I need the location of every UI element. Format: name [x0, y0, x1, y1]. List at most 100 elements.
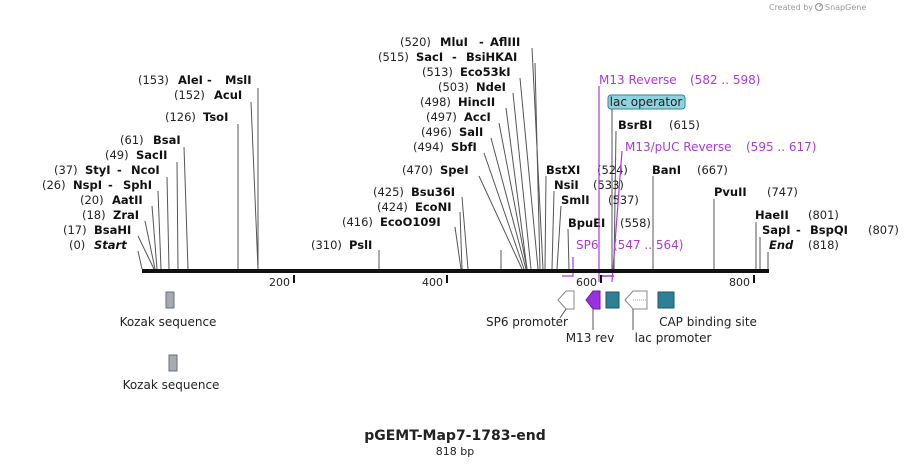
map-length: 818 bp	[436, 445, 474, 458]
site-eco53ki: (513) Eco53kI	[422, 65, 511, 79]
primer-m13-puc-reverse: M13/pUC Reverse (595 .. 617)	[611, 140, 816, 283]
connector-lines	[137, 47, 769, 270]
site-position: (520)	[400, 35, 431, 49]
site-name: BanI	[652, 163, 681, 177]
snapgene-logo-icon	[814, 2, 824, 12]
site-bstxi: BstXI (524)	[546, 163, 628, 177]
site-position: (747)	[767, 185, 798, 199]
site-position: (153)	[138, 73, 169, 87]
site-sacii: (49) SacII	[105, 148, 167, 162]
site-name-alt: BspQI	[810, 223, 848, 237]
kozak-sequence-2: Kozak sequence	[123, 354, 220, 392]
credit-label: Created by	[769, 3, 813, 12]
site-position: (152)	[174, 88, 205, 102]
lac-operator-label: lac operator	[610, 95, 683, 109]
site-ndei: (503) NdeI	[438, 80, 506, 94]
site-name: AccI	[464, 110, 491, 124]
primer-name: SP6	[576, 238, 599, 252]
site-name-alt: AflIII	[490, 35, 520, 49]
site-name: NdeI	[476, 80, 506, 94]
kozak-label: Kozak sequence	[123, 378, 220, 392]
site-position: (513)	[422, 65, 453, 79]
site-position: (497)	[426, 110, 457, 124]
lac-promoter-label: lac promoter	[635, 331, 712, 345]
site-name: EcoNI	[415, 200, 451, 214]
site-name: SbfI	[451, 140, 477, 154]
site-position: (20)	[80, 193, 104, 207]
site-name: HaeII	[755, 208, 789, 222]
site-name: SacI	[416, 50, 443, 64]
svg-text:-: -	[479, 35, 484, 49]
site-position: (424)	[377, 200, 408, 214]
site-position: (425)	[373, 185, 404, 199]
site-position: (496)	[421, 125, 452, 139]
site-name: SacII	[136, 148, 167, 162]
sp6-promoter-label: SP6 promoter	[486, 315, 568, 329]
site-name-alt: MslI	[225, 73, 252, 87]
primer-range: (595 .. 617)	[746, 140, 816, 154]
site-bsrbi: BsrBI (615)	[618, 118, 700, 132]
site-name: SapI	[762, 223, 791, 237]
tick-label: 800	[729, 276, 750, 289]
site-position: (498)	[420, 95, 451, 109]
site-sbfi: (494) SbfI	[413, 140, 477, 154]
site-name-alt: SphI	[123, 178, 152, 192]
credit-brand: SnapGene	[825, 3, 866, 12]
site-name: SmlI	[561, 193, 590, 207]
site-name: PslI	[349, 238, 372, 252]
site-position: (558)	[620, 216, 651, 230]
site-acci: (497) AccI	[426, 110, 491, 124]
site-name: TsoI	[203, 110, 228, 124]
svg-text:-: -	[452, 50, 457, 64]
cap-binding-site-label: CAP binding site	[659, 315, 757, 329]
site-position: (17)	[63, 223, 87, 237]
sequence-backbone	[142, 269, 769, 273]
lac-operator-box	[605, 291, 620, 309]
site-name: SpeI	[440, 163, 469, 177]
site-name: NspI	[73, 178, 102, 192]
site-position: (494)	[413, 140, 444, 154]
site-sapi: SapI - BspQI (807)	[762, 223, 899, 237]
lac-operator-feature: lac operator	[607, 94, 686, 110]
site-spei: (470) SpeI	[402, 163, 469, 177]
site-styi: (37) StyI - NcoI	[54, 163, 160, 177]
primer-sp6: SP6 (547 .. 564)	[562, 238, 683, 277]
site-bsahi: (17) BsaHI	[63, 223, 131, 237]
site-position: (503)	[438, 80, 469, 94]
site-name: ZraI	[113, 208, 139, 222]
site-position: (807)	[868, 223, 899, 237]
site-bsai: (61) BsaI	[120, 133, 181, 147]
site-position: (801)	[808, 208, 839, 222]
site-nsii: NsiI (533)	[554, 178, 624, 192]
site-position: (515)	[378, 50, 409, 64]
site-haeii: HaeII (801)	[755, 208, 839, 222]
site-position: (470)	[402, 163, 433, 177]
svg-text:-: -	[108, 178, 113, 192]
site-name: BsaHI	[94, 223, 131, 237]
tick-label: 200	[269, 276, 290, 289]
site-name: Bsu36I	[411, 185, 455, 199]
site-name: PvuII	[714, 185, 747, 199]
sp6-promoter-feature: SP6 promoter	[486, 290, 575, 329]
site-end: End (818)	[769, 238, 839, 252]
primer-name: M13/pUC Reverse	[625, 140, 732, 154]
primer-m13-reverse: M13 Reverse (582 .. 598)	[598, 73, 760, 282]
map-title: pGEMT-Map7-1783-end	[364, 428, 546, 444]
site-bpuei: BpuEI (558)	[568, 216, 651, 230]
kozak-label: Kozak sequence	[120, 315, 217, 329]
site-acui: (152) AcuI	[174, 88, 242, 102]
site-name: Start	[94, 238, 127, 252]
site-name-alt: BsiHKAI	[466, 50, 517, 64]
site-position: (524)	[597, 163, 628, 177]
site-mlui: (520) MluI - AflIII	[400, 35, 520, 49]
primer-range: (582 .. 598)	[690, 73, 760, 87]
site-position: (18)	[82, 208, 106, 222]
m13-rev-label: M13 rev	[566, 331, 615, 345]
site-name-alt: NcoI	[131, 163, 160, 177]
tick-label: 600	[576, 276, 597, 289]
site-ecoo109i: (416) EcoO109I	[342, 215, 441, 229]
site-name: AatII	[112, 193, 143, 207]
site-name: BsrBI	[618, 118, 652, 132]
site-tsoi: (126) TsoI	[165, 110, 228, 124]
site-name: HincII	[458, 95, 495, 109]
